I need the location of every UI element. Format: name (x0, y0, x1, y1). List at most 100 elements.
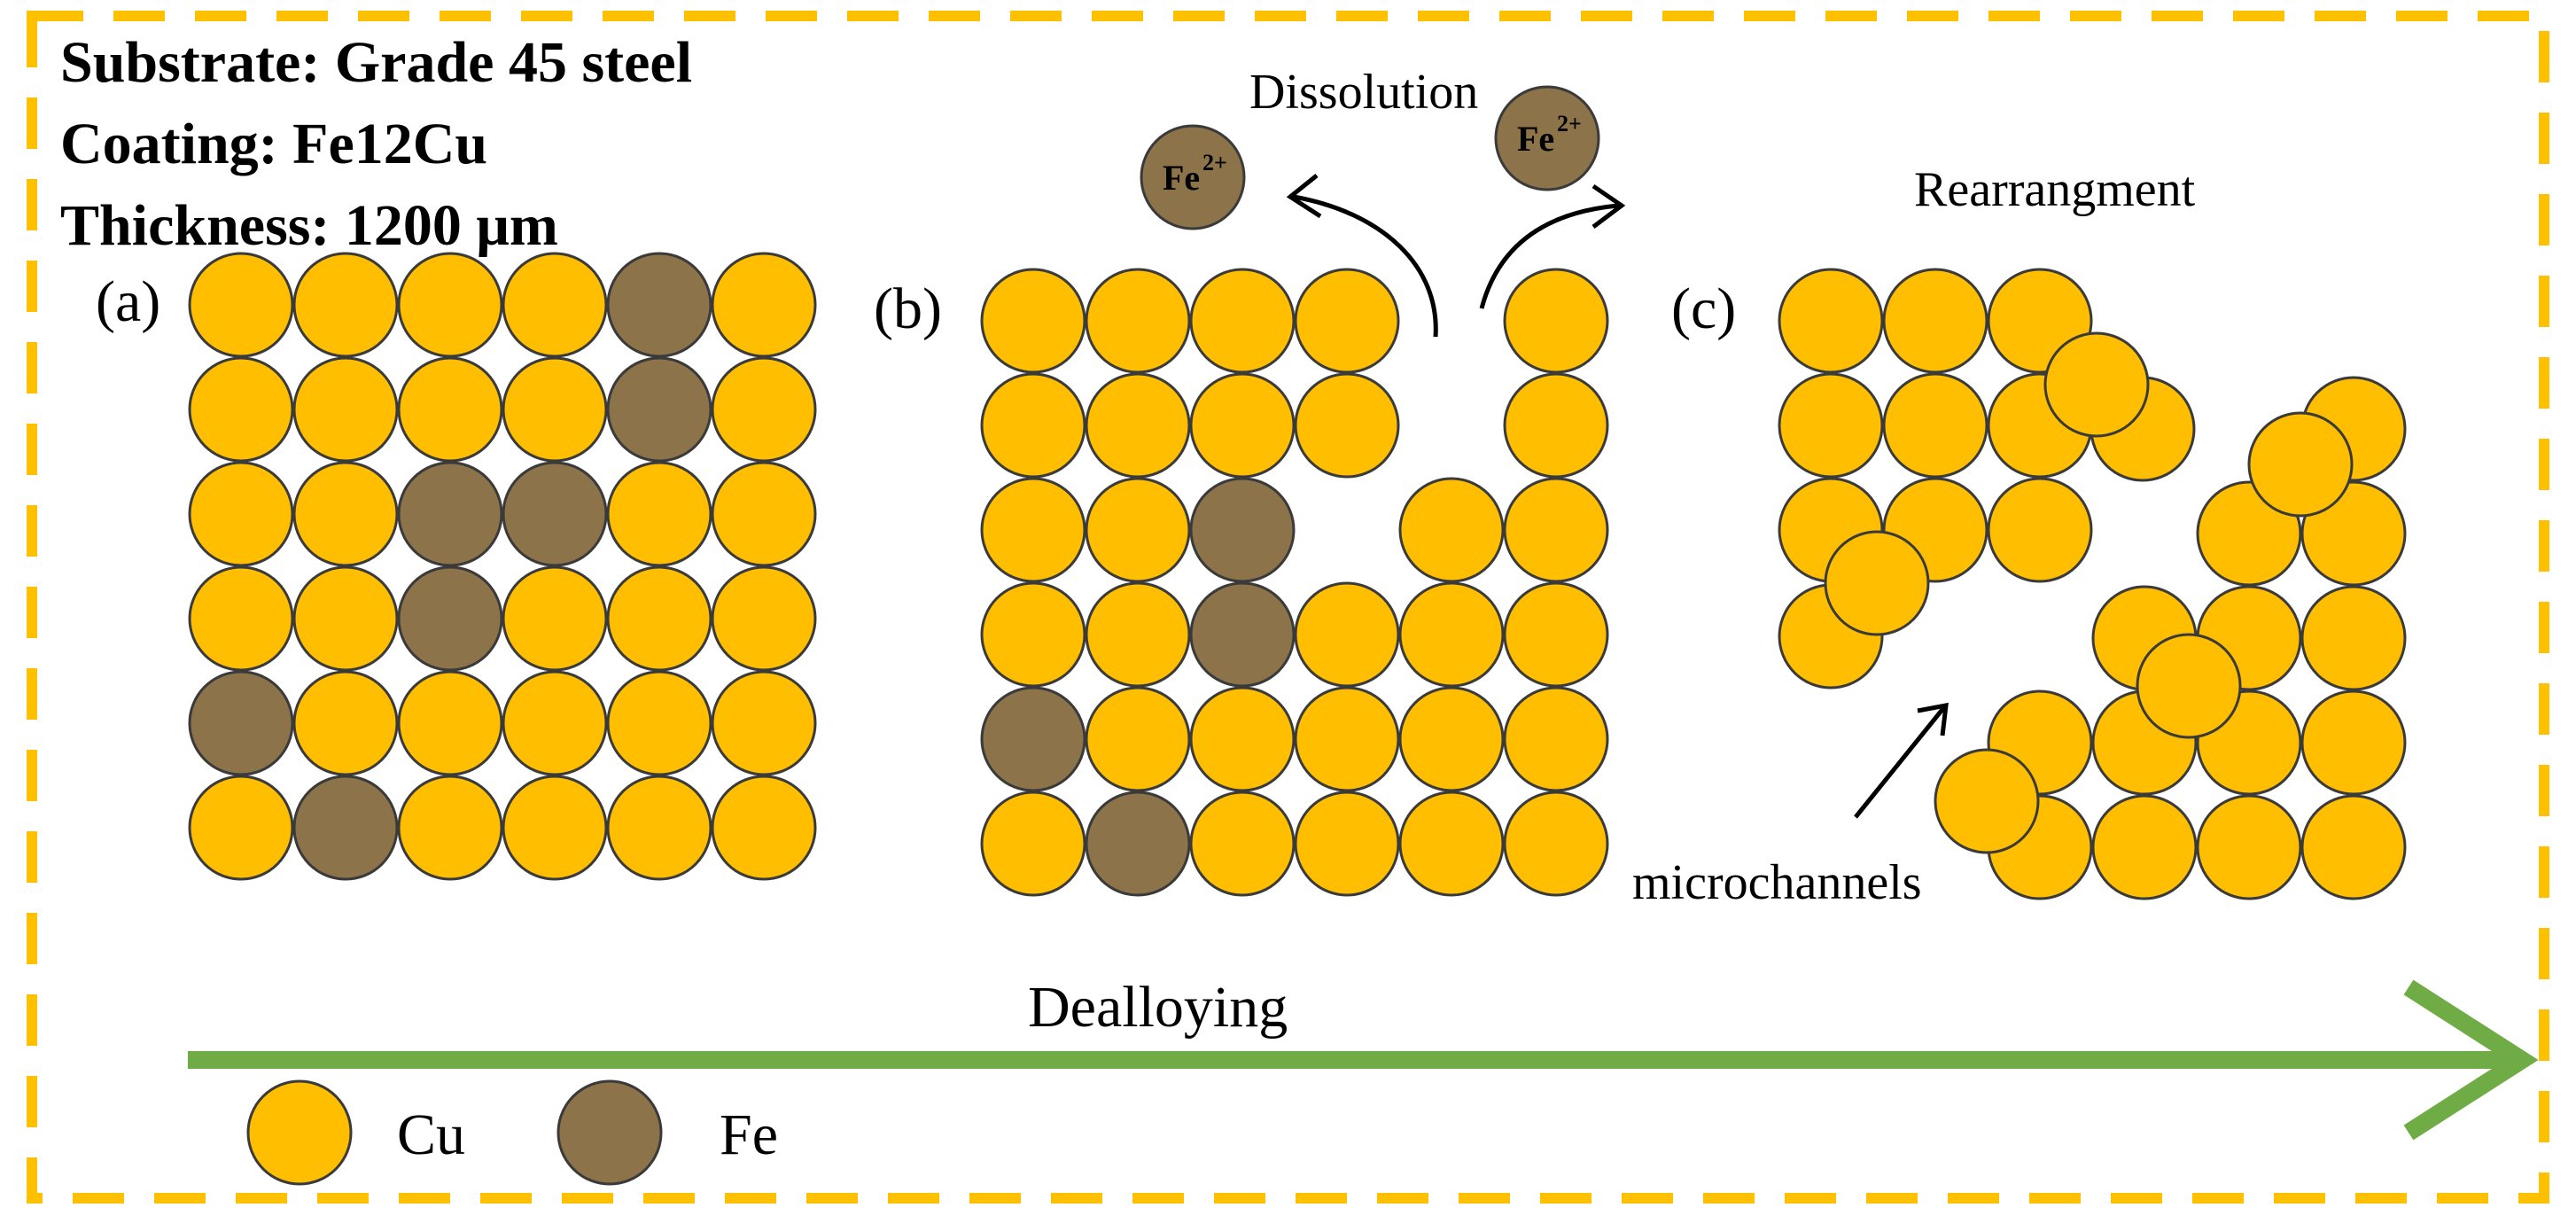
cu-atom (980, 581, 1086, 688)
cu-atom (1503, 581, 1609, 688)
cu-atom (980, 372, 1086, 479)
cu-atom (188, 565, 294, 672)
fe-atom (980, 686, 1086, 792)
cu-atom (711, 356, 817, 463)
cu-atom (1294, 581, 1400, 688)
fe-ion-left: Fe 2+ (1140, 124, 1246, 230)
cu-atom (2300, 690, 2407, 796)
cu-atom (1294, 268, 1400, 374)
cu-atom (292, 252, 399, 358)
fe-ion-right-charge: 2+ (1557, 111, 1582, 136)
cu-atom (606, 670, 712, 776)
panel-b-lattice (980, 268, 1609, 897)
dashed-frame (27, 11, 2549, 1204)
cu-atom (292, 356, 399, 463)
dissolution-arrowhead-right (1592, 183, 1626, 229)
microchannels-arrowhead (1917, 702, 1949, 736)
cu-atom (2300, 794, 2407, 900)
cu-atom (606, 461, 712, 567)
panel-c-label: (c) (1671, 277, 1736, 341)
dissolution-arrow-right (1479, 203, 1619, 309)
cu-atom (292, 670, 399, 776)
cu-atom (1294, 372, 1400, 479)
cu-atom (2091, 794, 2198, 900)
cu-atom (711, 252, 817, 358)
cu-atom (502, 670, 608, 776)
cu-atom (1085, 477, 1191, 583)
cu-atom (1778, 372, 1884, 479)
dissolution-label: Dissolution (1249, 65, 1478, 120)
cu-atom (1398, 686, 1505, 792)
cu-atom (711, 670, 817, 776)
cu-atom (502, 356, 608, 463)
cu-atom (397, 775, 503, 881)
substrate-text: Substrate: Grade 45 steel (60, 30, 692, 95)
fe-ion-left-label: Fe (1163, 158, 1200, 198)
cu-atom (2300, 585, 2407, 691)
cu-atom (188, 461, 294, 567)
fe-atom (292, 775, 399, 881)
cu-atom (292, 565, 399, 672)
dealloying-label: Dealloying (1028, 975, 1288, 1040)
cu-atom (1503, 268, 1609, 374)
cu-atom (1189, 686, 1296, 792)
cu-atom (188, 252, 294, 358)
cu-atom (188, 356, 294, 463)
fe-atom (606, 252, 712, 358)
cu-atom (1085, 581, 1191, 688)
dissolution-arrow-left (1293, 194, 1438, 338)
fe-ion-right-label: Fe (1517, 119, 1554, 159)
cu-atom (1398, 581, 1505, 688)
cu-atom (1085, 268, 1191, 374)
fe-atom (397, 461, 503, 567)
cu-atom (711, 461, 817, 567)
cu-atom (1934, 748, 2040, 854)
cu-atom (711, 775, 817, 881)
fe-atom (606, 356, 712, 463)
cu-atom (606, 565, 712, 672)
cu-atom (188, 775, 294, 881)
cu-atom (1503, 477, 1609, 583)
cu-atom (1398, 791, 1505, 897)
fe-ion-right: Fe 2+ (1494, 85, 1600, 191)
panel-a-label: (a) (96, 269, 160, 334)
cu-atom (1085, 686, 1191, 792)
cu-atom (1503, 372, 1609, 479)
panel-a-lattice (188, 252, 817, 881)
cu-atom (292, 461, 399, 567)
cu-atom (2043, 331, 2150, 438)
cu-atom (606, 775, 712, 881)
cu-atom (1294, 686, 1400, 792)
panel-b-label: (b) (874, 277, 942, 341)
fe-atom (1189, 581, 1296, 688)
legend-cu-swatch (246, 1079, 353, 1186)
legend-fe-swatch (556, 1079, 663, 1186)
cu-atom (1824, 530, 1930, 636)
cu-atom (1503, 686, 1609, 792)
cu-atom (1189, 372, 1296, 479)
legend-cu-label: Cu (397, 1102, 465, 1167)
microchannels-arrow (1854, 705, 1946, 819)
cu-atom (1085, 372, 1191, 479)
cu-atom (1503, 791, 1609, 897)
rearrangement-label: Rearrangment (1914, 162, 2196, 217)
cu-atom (980, 791, 1086, 897)
fe-ion-left-charge: 2+ (1202, 150, 1227, 175)
panel-c-lattice (1778, 268, 2407, 900)
cu-atom (1882, 372, 1988, 479)
cu-atom (1294, 791, 1400, 897)
cu-atom (502, 775, 608, 881)
legend: Cu Fe (246, 1079, 778, 1186)
cu-atom (397, 356, 503, 463)
cu-atom (2247, 411, 2354, 518)
cu-atom (980, 268, 1086, 374)
cu-atom (1398, 477, 1505, 583)
fe-atom (1085, 791, 1191, 897)
dealloying-arrowhead (2403, 979, 2539, 1141)
cu-atom (1987, 477, 2093, 583)
dissolution-arrowhead-left (1286, 174, 1322, 219)
cu-atom (1882, 268, 1988, 374)
cu-atom (980, 477, 1086, 583)
cu-atom (1189, 791, 1296, 897)
